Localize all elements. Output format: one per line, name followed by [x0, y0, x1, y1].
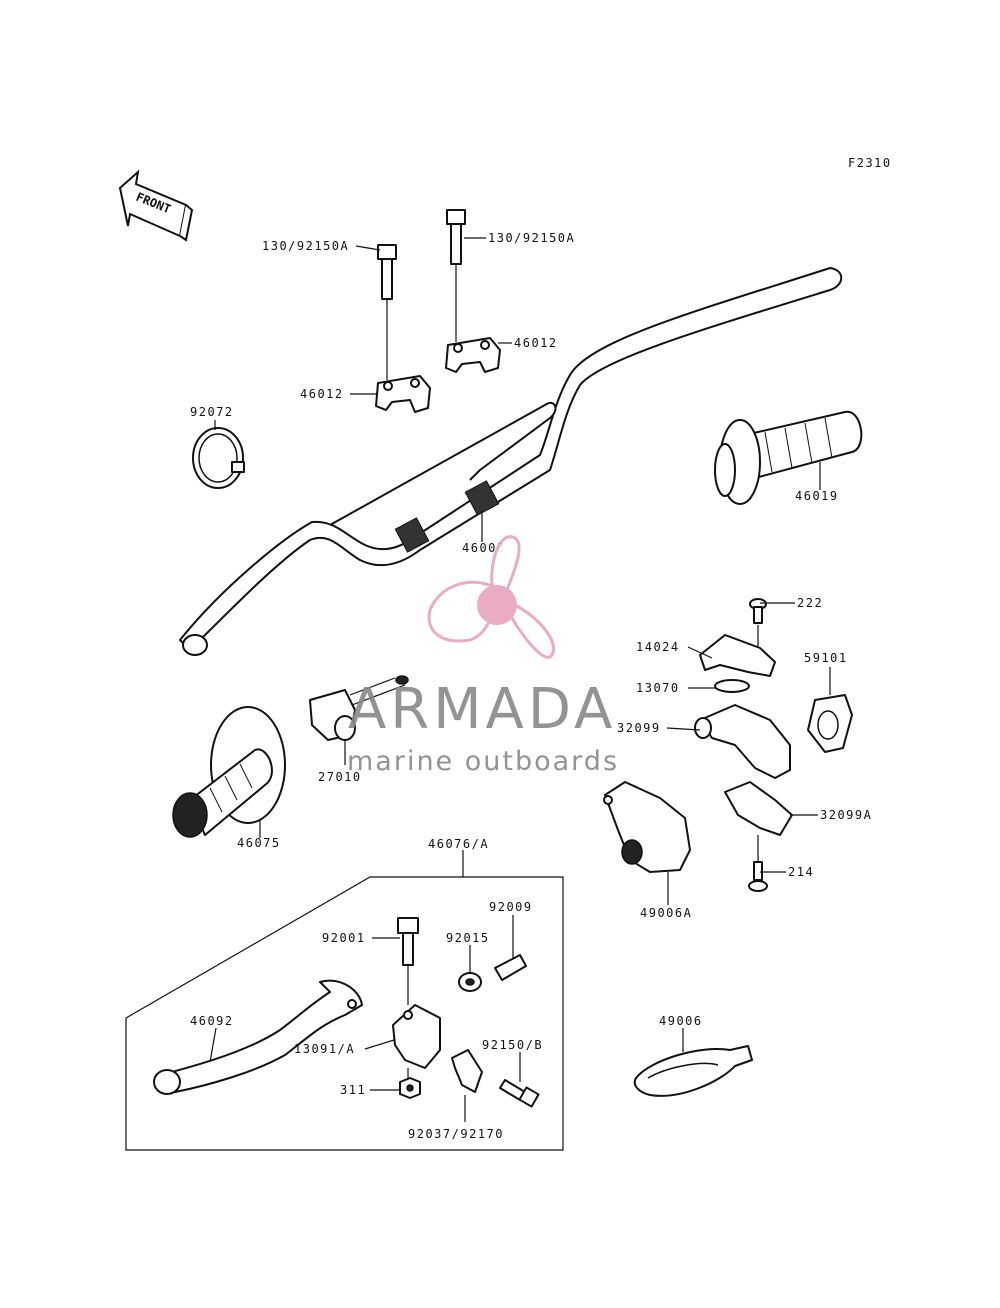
clamp-ring-icon: [192, 427, 245, 489]
watermark: ARMADA marine outboards: [347, 535, 619, 777]
label-32099: 32099: [617, 721, 661, 735]
label-92037-92170: 92037/92170: [408, 1127, 504, 1141]
label-130-92150A-left: 130/92150A: [262, 239, 349, 253]
label-92150B: 92150/B: [482, 1038, 543, 1052]
grip-right-icon: [714, 410, 863, 505]
nut-311-icon: [399, 1077, 421, 1099]
guard-49006A-icon: [603, 781, 691, 873]
holder-left-icon: [375, 375, 431, 413]
cover-59101-icon: [807, 694, 853, 753]
grip-left-icon: [172, 706, 286, 838]
bolt-92001-icon: [397, 917, 419, 1005]
screw-214-icon: [748, 835, 768, 892]
label-49006: 49006: [659, 1014, 703, 1028]
handlebar: [179, 267, 843, 656]
part-labels: 130/92150A 130/92150A 46012 46012 92072 …: [190, 231, 872, 1141]
label-46075: 46075: [237, 836, 281, 850]
label-59101: 59101: [804, 651, 848, 665]
lever-assembly-frame: [125, 876, 564, 1151]
label-92015: 92015: [446, 931, 490, 945]
case-32099-icon: [694, 704, 791, 779]
case-32099A-icon: [724, 781, 793, 836]
label-92001: 92001: [322, 931, 366, 945]
label-130-92150A-top: 130/92150A: [488, 231, 575, 245]
label-222: 222: [797, 596, 823, 610]
band-13070-icon: [714, 679, 750, 693]
label-46092: 46092: [190, 1014, 234, 1028]
switch-27010-icon: [309, 675, 409, 765]
label-46012-right: 46012: [514, 336, 558, 350]
watermark-brand: ARMADA: [348, 677, 616, 742]
bolt-left-icon: [377, 244, 397, 380]
label-214: 214: [788, 865, 814, 879]
label-13091A: 13091/A: [294, 1042, 355, 1056]
label-46076A: 46076/A: [428, 837, 489, 851]
cover-49006-icon: [633, 1045, 753, 1097]
holder-right-icon: [445, 337, 501, 373]
label-46003: 46003: [462, 541, 506, 555]
label-27010: 27010: [318, 770, 362, 784]
label-46019: 46019: [795, 489, 839, 503]
label-49006A: 49006A: [640, 906, 692, 920]
diagram-code: F2310: [848, 156, 892, 170]
bolt-92150B-icon: [499, 1079, 540, 1108]
front-arrow-icon: FRONT: [118, 169, 194, 242]
clamp-92037-icon: [451, 1049, 483, 1122]
label-92072: 92072: [190, 405, 234, 419]
label-14024: 14024: [636, 640, 680, 654]
label-32099A: 32099A: [820, 808, 872, 822]
leader-lines: [209, 237, 831, 1091]
label-311: 311: [340, 1083, 366, 1097]
adjuster-92009-icon: [494, 954, 527, 981]
holder-13091A-icon: [392, 1004, 441, 1078]
label-46012-left: 46012: [300, 387, 344, 401]
nut-92015-icon: [458, 972, 482, 992]
propeller-logo-icon: [427, 535, 555, 659]
label-92009: 92009: [489, 900, 533, 914]
screw-222-icon: [749, 598, 767, 650]
plate-14024-icon: [699, 634, 776, 677]
label-13070: 13070: [636, 681, 680, 695]
lever-46092-icon: [153, 979, 363, 1095]
bolt-right-icon: [446, 209, 466, 342]
watermark-tagline: marine outboards: [347, 746, 619, 777]
